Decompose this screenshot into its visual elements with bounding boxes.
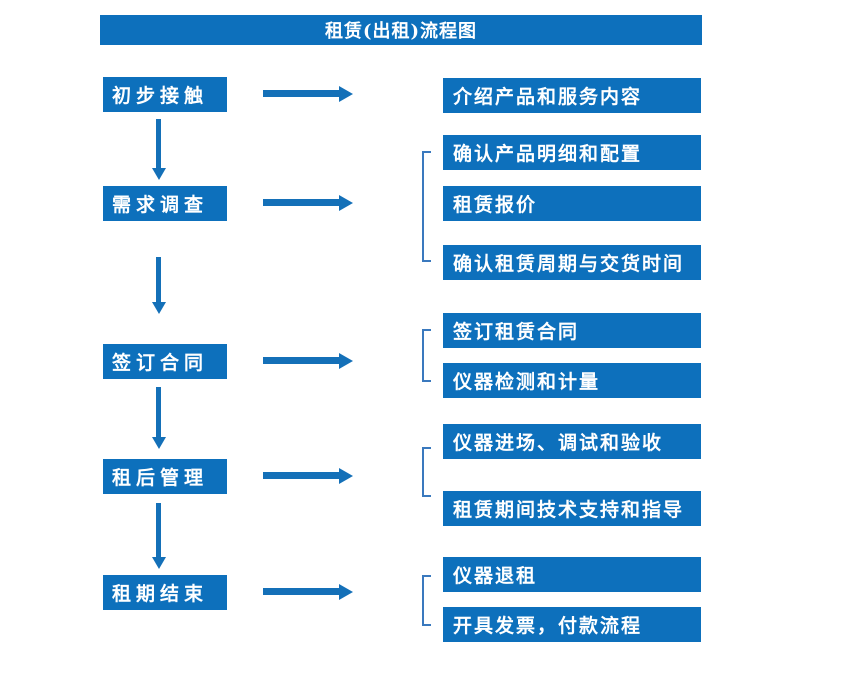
arrow-head (152, 437, 166, 449)
stage-box-sign-contract: 签订合同 (103, 344, 227, 379)
detail-box-rental-quotation: 租赁报价 (443, 186, 701, 221)
right-arrow-icon (263, 353, 353, 369)
stage-box-initial-contact: 初步接触 (103, 77, 227, 112)
arrow-head (339, 584, 353, 600)
stage-label: 租后管理 (112, 467, 209, 489)
stage-box-demand-survey: 需求调查 (103, 186, 227, 221)
arrow-shaft (263, 199, 341, 206)
group-bracket-sign-contract (422, 329, 431, 382)
arrow-shaft (263, 357, 341, 364)
arrow-shaft (156, 119, 161, 169)
arrow-head (152, 168, 166, 180)
title-bar: 租赁(出租)流程图 (100, 15, 702, 45)
stage-label: 需求调查 (112, 194, 209, 216)
detail-box-introduce-products: 介绍产品和服务内容 (443, 78, 701, 113)
arrow-shaft (156, 503, 161, 558)
detail-box-instrument-return: 仪器退租 (443, 557, 701, 592)
detail-label: 开具发票，付款流程 (453, 615, 643, 637)
detail-box-confirm-rental-period: 确认租赁周期与交货时间 (443, 245, 701, 280)
group-bracket-demand-survey (422, 151, 431, 262)
stage-box-post-rental-management: 租后管理 (103, 459, 227, 494)
detail-box-confirm-product-details: 确认产品明细和配置 (443, 135, 701, 170)
right-arrow-icon (263, 584, 353, 600)
detail-box-instrument-setup-acceptance: 仪器进场、调试和验收 (443, 424, 701, 459)
down-arrow-icon (152, 387, 166, 449)
detail-label: 仪器进场、调试和验收 (453, 432, 664, 454)
arrow-head (339, 353, 353, 369)
page-title: 租赁(出租)流程图 (324, 21, 478, 42)
detail-box-sign-rental-contract: 签订租赁合同 (443, 313, 701, 348)
down-arrow-icon (152, 257, 166, 314)
right-arrow-icon (263, 86, 353, 102)
group-bracket-rental-end (422, 575, 431, 626)
stage-box-rental-end: 租期结束 (103, 575, 227, 610)
detail-box-instrument-inspection: 仪器检测和计量 (443, 363, 701, 398)
arrow-head (339, 468, 353, 484)
stage-label: 签订合同 (112, 352, 209, 374)
detail-label: 介绍产品和服务内容 (453, 86, 643, 108)
stage-label: 租期结束 (112, 583, 209, 605)
stage-label: 初步接触 (112, 85, 209, 107)
detail-label: 确认租赁周期与交货时间 (453, 253, 685, 275)
arrow-shaft (263, 588, 341, 595)
arrow-head (339, 195, 353, 211)
down-arrow-icon (152, 503, 166, 569)
detail-label: 签订租赁合同 (453, 321, 580, 343)
group-bracket-post-rental (422, 447, 431, 497)
arrow-shaft (156, 387, 161, 438)
arrow-shaft (263, 90, 341, 97)
arrow-head (152, 557, 166, 569)
arrow-shaft (156, 257, 161, 303)
detail-box-technical-support: 租赁期间技术支持和指导 (443, 491, 701, 526)
detail-label: 租赁期间技术支持和指导 (453, 499, 685, 521)
detail-label: 仪器检测和计量 (453, 371, 601, 393)
arrow-shaft (263, 472, 341, 479)
detail-label: 确认产品明细和配置 (453, 143, 643, 165)
arrow-head (152, 302, 166, 314)
detail-box-invoice-payment: 开具发票，付款流程 (443, 607, 701, 642)
down-arrow-icon (152, 119, 166, 180)
detail-label: 仪器退租 (453, 565, 538, 587)
detail-label: 租赁报价 (453, 194, 538, 216)
arrow-head (339, 86, 353, 102)
right-arrow-icon (263, 468, 353, 484)
right-arrow-icon (263, 195, 353, 211)
